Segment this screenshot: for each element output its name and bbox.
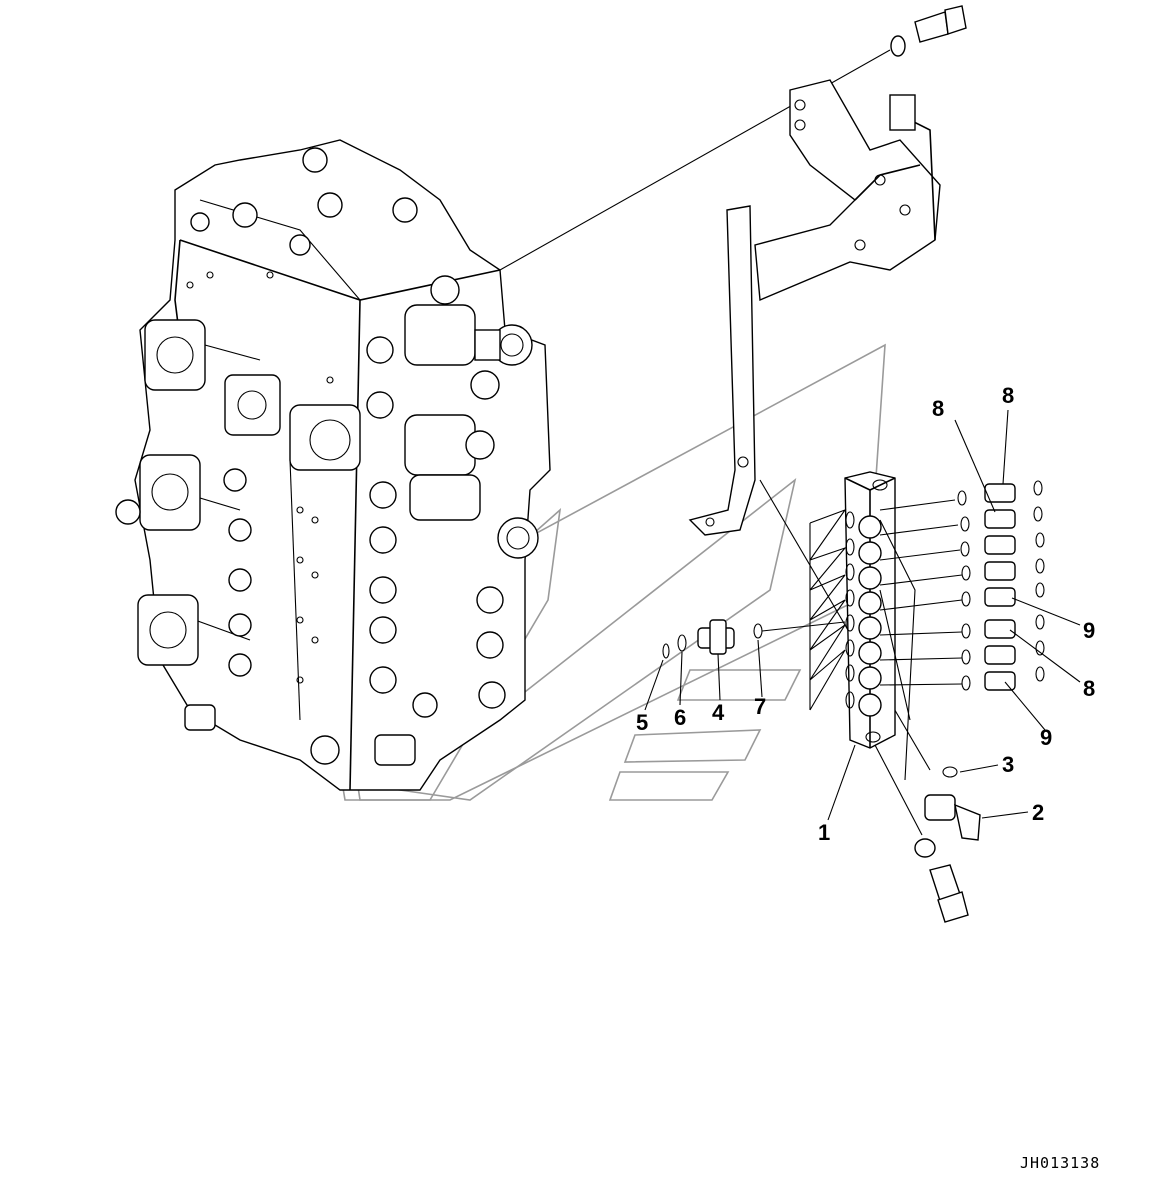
elbow-fitting <box>924 766 981 841</box>
o-rings-outer <box>1033 480 1045 682</box>
o-rings-inner <box>957 490 971 691</box>
callout-4: 4 <box>712 700 725 725</box>
callout-labels: 1 2 3 4 5 6 7 8 8 8 9 9 <box>636 383 1095 845</box>
callout-9-lower: 9 <box>1040 725 1052 750</box>
callout-6: 6 <box>674 705 686 730</box>
mounting-bolt-bottom <box>874 744 969 923</box>
callout-7: 7 <box>754 694 766 719</box>
control-valve-assembly <box>115 139 551 791</box>
callout-leaders <box>644 409 1081 821</box>
callout-9-upper: 9 <box>1083 618 1095 643</box>
callout-2: 2 <box>1032 800 1044 825</box>
mounting-bracket <box>688 79 941 536</box>
manifold-block <box>844 471 896 749</box>
adapter-fittings <box>984 483 1016 691</box>
callout-8-right: 8 <box>1083 676 1095 701</box>
port-holes <box>186 271 334 684</box>
callout-8-top-right: 8 <box>1002 383 1014 408</box>
drawing-code: JH013138 <box>1020 1154 1100 1172</box>
mounting-bolt-top <box>890 5 967 57</box>
callout-3: 3 <box>1002 752 1014 777</box>
callout-8-top-left: 8 <box>932 396 944 421</box>
port-guide-lines <box>879 499 963 781</box>
callout-1: 1 <box>818 820 830 845</box>
block-port-guides-left <box>809 508 847 711</box>
callout-5: 5 <box>636 710 648 735</box>
